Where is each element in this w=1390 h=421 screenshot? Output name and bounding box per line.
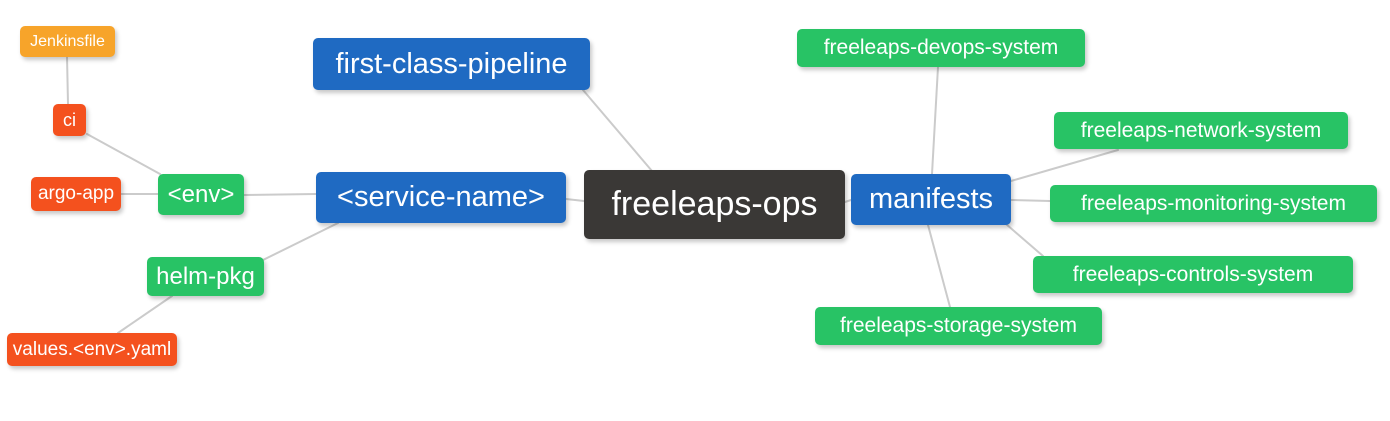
node-argo-app[interactable]: argo-app: [31, 177, 121, 211]
node-jenkinsfile[interactable]: Jenkinsfile: [20, 26, 115, 57]
node-first-class-pipeline[interactable]: first-class-pipeline: [313, 38, 590, 90]
edge-manifests-storage: [927, 224, 951, 308]
edge-env-servicename: [242, 193, 317, 196]
edge-ops-manifests: [844, 199, 852, 203]
node-freeleaps-monitoring-system[interactable]: freeleaps-monitoring-system: [1050, 185, 1377, 222]
node-helm-pkg[interactable]: helm-pkg: [147, 257, 264, 296]
node-values-env-yaml[interactable]: values.<env>.yaml: [7, 333, 177, 366]
edge-ci-env: [86, 133, 161, 175]
edge-servicename-ops: [565, 198, 585, 202]
node-env[interactable]: <env>: [158, 174, 244, 215]
edge-manifests-monitoring: [1010, 199, 1051, 202]
node-freeleaps-ops[interactable]: freeleaps-ops: [584, 170, 845, 239]
node-freeleaps-storage-system[interactable]: freeleaps-storage-system: [815, 307, 1102, 345]
edge-manifests-network: [1010, 149, 1119, 182]
node-freeleaps-network-system[interactable]: freeleaps-network-system: [1054, 112, 1348, 149]
edge-jenkinsfile-ci: [66, 55, 69, 105]
node-service-name[interactable]: <service-name>: [316, 172, 566, 223]
edge-helmpkg-servicename: [262, 222, 339, 261]
edge-pipeline-ops: [582, 89, 653, 172]
edge-values-helmpkg: [117, 295, 173, 334]
node-freeleaps-controls-system[interactable]: freeleaps-controls-system: [1033, 256, 1353, 293]
node-manifests[interactable]: manifests: [851, 174, 1011, 225]
node-ci[interactable]: ci: [53, 104, 86, 136]
edge-manifests-devops: [931, 66, 939, 175]
edge-manifests-controls: [1005, 223, 1044, 257]
node-freeleaps-devops-system[interactable]: freeleaps-devops-system: [797, 29, 1085, 67]
